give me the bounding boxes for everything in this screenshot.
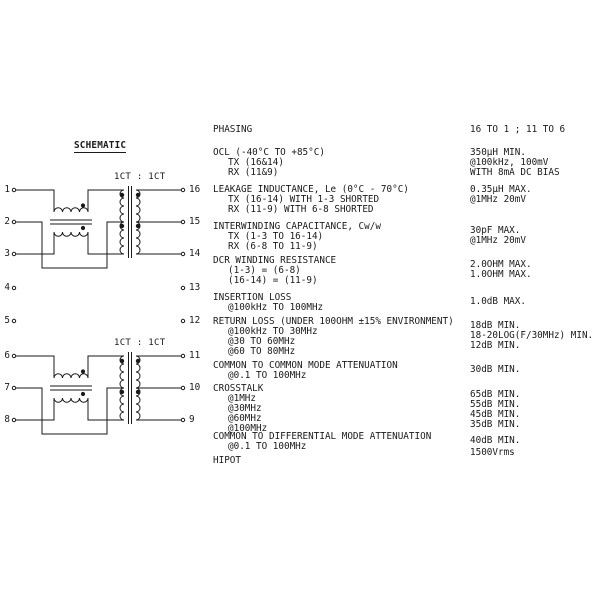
spec-line: TX (16&14) (228, 157, 284, 168)
spec-value-line: 40dB MIN. (470, 435, 521, 446)
spec-line: TX (1-3 TO 16-14) (228, 231, 324, 242)
spec-line: @0.1 TO 100MHz (228, 370, 307, 381)
spec-value-interwinding-capacitance: 30pF MAX. @1MHz 20mV (470, 226, 526, 246)
spec-param-insertion-loss: INSERTION LOSS @100kHz TO 100MHz (213, 293, 323, 313)
pin-label-11: 11 (189, 350, 201, 361)
spec-line: @60 TO 80MHz (228, 346, 296, 357)
spec-param-return-loss: RETURN LOSS (UNDER 100OHM ±15% ENVIRONME… (213, 317, 454, 357)
pin-label-2: 2 (4, 216, 10, 227)
spec-value-common-to-common: 30dB MIN. (470, 365, 520, 375)
spec-value-line: 0.35µH MAX. (470, 184, 532, 195)
spec-value-line: @1MHz 20mV (470, 235, 526, 246)
spec-line: (1-3) = (6-8) (228, 265, 301, 276)
transformer-circuit-bottom (16, 352, 181, 435)
pin-label-13: 13 (189, 282, 201, 293)
spec-line: COMMON TO DIFFERENTIAL MODE ATTENUATION (213, 431, 432, 442)
spec-param-hipot: HIPOT (213, 456, 241, 466)
spec-value-line: 18dB MIN. (470, 320, 521, 331)
spec-param-phasing: PHASING (213, 125, 252, 135)
spec-line: @1MHz (228, 393, 256, 404)
spec-line: OCL (-40°C TO +85°C) (213, 147, 325, 158)
spec-line: @60MHz (228, 413, 262, 424)
spec-line: @0.1 TO 100MHz (228, 441, 307, 452)
spec-line: RX (6-8 TO 11-9) (228, 241, 318, 252)
spec-value-line: 30dB MIN. (470, 364, 521, 375)
pin-label-9: 9 (189, 414, 195, 425)
spec-value-dcr: 2.0OHM MAX. 1.0OHM MAX. (470, 260, 532, 280)
spec-line: INTERWINDING CAPACITANCE, Cw/w (213, 221, 381, 232)
spec-line: INSERTION LOSS (213, 292, 292, 303)
spec-value-line: 30pF MAX. (470, 225, 521, 236)
pin-label-12: 12 (189, 315, 201, 326)
pin-terminals (11, 187, 186, 423)
pin-label-6: 6 (4, 350, 10, 361)
spec-line: RX (11&9) (228, 167, 279, 178)
spec-line: PHASING (213, 124, 253, 135)
spec-value-line: WITH 8mA DC BIAS (470, 167, 560, 178)
turns-ratio-label-top: 1CT : 1CT (114, 172, 166, 182)
pin-label-14: 14 (189, 248, 201, 259)
spec-value-line: 65dB MIN. (470, 389, 521, 400)
spec-value-return-loss: 18dB MIN. 18-20LOG(F/30MHz) MIN. 12dB MI… (470, 321, 593, 351)
spec-line: RETURN LOSS (UNDER 100OHM ±15% ENVIRONME… (213, 316, 454, 327)
spec-line: (16-14) = (11-9) (228, 275, 318, 286)
pin-label-4: 4 (4, 282, 10, 293)
spec-value-crosstalk: 65dB MIN. 55dB MIN. 45dB MIN. 35dB MIN. (470, 390, 520, 430)
spec-line: COMMON TO COMMON MODE ATTENUATION (213, 360, 398, 371)
spec-param-crosstalk: CROSSTALK @1MHz @30MHz @60MHz @100MHz (213, 384, 267, 434)
spec-value-line: 12dB MIN. (470, 340, 521, 351)
spec-value-leakage-inductance: 0.35µH MAX. @1MHz 20mV (470, 185, 532, 205)
spec-value-line: 45dB MIN. (470, 409, 521, 420)
pin-label-8: 8 (4, 414, 10, 425)
spec-value-line: 55dB MIN. (470, 399, 521, 410)
turns-ratio-label-bottom: 1CT : 1CT (114, 338, 166, 348)
spec-value-line: @100kHz, 100mV (470, 157, 549, 168)
spec-value-common-to-differential: 40dB MIN. (470, 436, 520, 446)
spec-param-leakage-inductance: LEAKAGE INDUCTANCE, Le (0°C - 70°C) TX (… (213, 185, 409, 215)
spec-param-dcr: DCR WINDING RESISTANCE (1-3) = (6-8) (16… (213, 256, 336, 286)
transformer-circuit-top (16, 186, 181, 269)
polarity-dots-bottom (80, 358, 141, 397)
spec-line: RX (11-9) WITH 6-8 SHORTED (228, 204, 374, 215)
spec-value-line: 16 TO 1 ; 11 TO 6 (470, 124, 566, 135)
spec-param-common-to-common: COMMON TO COMMON MODE ATTENUATION @0.1 T… (213, 361, 398, 381)
schematic-title: SCHEMATIC (74, 140, 127, 153)
spec-param-common-to-differential: COMMON TO DIFFERENTIAL MODE ATTENUATION … (213, 432, 431, 452)
spec-line: @100kHz TO 30MHz (228, 326, 318, 337)
spec-line: TX (16-14) WITH 1-3 SHORTED (228, 194, 380, 205)
spec-line: LEAKAGE INDUCTANCE, Le (0°C - 70°C) (213, 184, 409, 195)
spec-line: @100kHz TO 100MHz (228, 302, 324, 313)
spec-value-line: 35dB MIN. (470, 419, 521, 430)
spec-line: @30MHz (228, 403, 262, 414)
pin-label-7: 7 (4, 382, 10, 393)
spec-param-ocl: OCL (-40°C TO +85°C) TX (16&14) RX (11&9… (213, 148, 325, 178)
spec-line: @100MHz (228, 423, 268, 434)
spec-value-line: 1.0dB MAX. (470, 296, 526, 307)
spec-line: CROSSTALK (213, 383, 264, 394)
spec-value-ocl: 350µH MIN. @100kHz, 100mV WITH 8mA DC BI… (470, 148, 560, 178)
spec-value-line: 1500Vrms (470, 447, 515, 458)
pin-label-1: 1 (4, 184, 10, 195)
spec-param-interwinding-capacitance: INTERWINDING CAPACITANCE, Cw/w TX (1-3 T… (213, 222, 381, 252)
spec-value-phasing: 16 TO 1 ; 11 TO 6 (470, 125, 565, 135)
spec-value-line: @1MHz 20mV (470, 194, 526, 205)
pin-label-16: 16 (189, 184, 201, 195)
spec-value-insertion-loss: 1.0dB MAX. (470, 297, 526, 307)
spec-line: HIPOT (213, 455, 241, 466)
pin-label-10: 10 (189, 382, 201, 393)
pin-label-3: 3 (4, 248, 10, 259)
spec-value-line: 2.0OHM MAX. (470, 259, 532, 270)
spec-value-line: 1.0OHM MAX. (470, 269, 532, 280)
spec-line: @30 TO 60MHz (228, 336, 296, 347)
pin-label-5: 5 (4, 315, 10, 326)
spec-line: DCR WINDING RESISTANCE (213, 255, 337, 266)
polarity-dots-top (80, 192, 141, 231)
spec-value-line: 18-20LOG(F/30MHz) MIN. (470, 330, 594, 341)
spec-value-line: 350µH MIN. (470, 147, 526, 158)
spec-value-hipot: 1500Vrms (470, 448, 515, 458)
pin-label-15: 15 (189, 216, 201, 227)
